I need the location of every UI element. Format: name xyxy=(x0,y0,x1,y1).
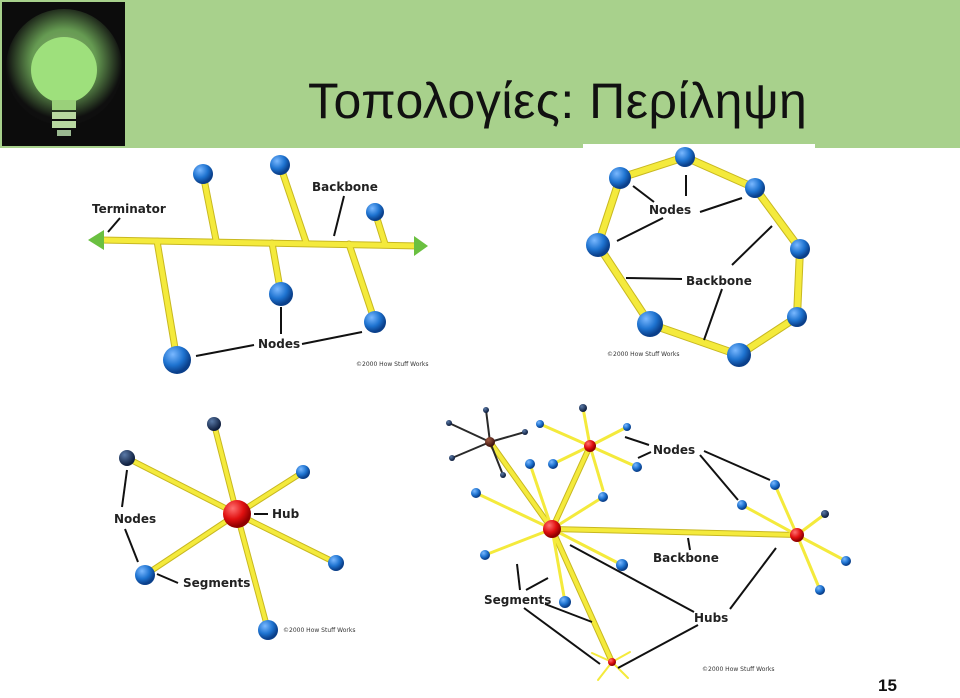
bus-nodes-label: Nodes xyxy=(258,337,300,351)
slide-title: Τοπολογίες: Περίληψη xyxy=(308,73,808,129)
bus-topology: Terminator Backbone Nodes ©2000 How Stuf… xyxy=(88,155,429,374)
page-number: 15 xyxy=(878,676,897,695)
star-nodes-label: Nodes xyxy=(114,512,156,526)
bus-terminator-label: Terminator xyxy=(92,202,166,216)
star-topology: Nodes Hub Segments ©2000 How Stuff Works xyxy=(114,417,356,640)
divider xyxy=(583,144,815,152)
tree-backbone-label: Backbone xyxy=(653,551,719,565)
ring-nodes-label: Nodes xyxy=(649,203,691,217)
bus-copyright: ©2000 How Stuff Works xyxy=(356,361,429,368)
ring-backbone-label: Backbone xyxy=(686,274,752,288)
star-copyright: ©2000 How Stuff Works xyxy=(283,627,356,634)
tree-copyright: ©2000 How Stuff Works xyxy=(702,666,775,673)
ring-copyright: ©2000 How Stuff Works xyxy=(607,351,680,358)
tree-hubs-label: Hubs xyxy=(694,611,728,625)
lightbulb-icon xyxy=(2,2,125,146)
terminator-right-arrow xyxy=(414,236,428,256)
tree-nodes-label: Nodes xyxy=(653,443,695,457)
terminator-left-arrow xyxy=(88,230,104,250)
star-segments-label: Segments xyxy=(183,576,250,590)
bus-backbone-label: Backbone xyxy=(312,180,378,194)
lightbulb-logo xyxy=(2,2,125,146)
tree-segments-label: Segments xyxy=(484,593,551,607)
slide-header xyxy=(0,0,960,148)
ring-topology: Nodes Backbone ©2000 How Stuff Works xyxy=(586,147,810,367)
star-hub-label: Hub xyxy=(272,507,300,521)
tree-topology: Nodes Backbone Segments Hubs ©2000 How S… xyxy=(446,404,851,681)
